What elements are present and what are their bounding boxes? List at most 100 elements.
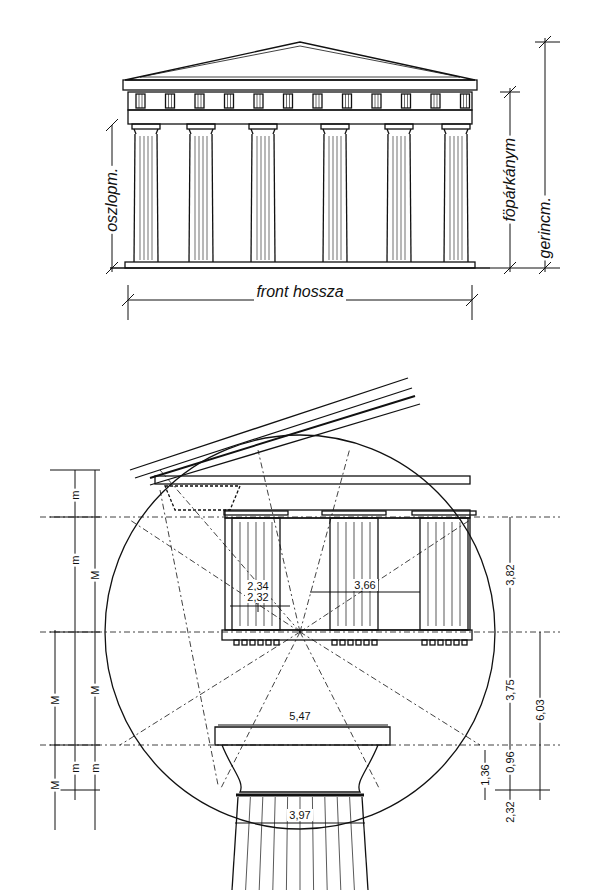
dimension-value: 6,03 [534,697,546,722]
shape [132,124,160,129]
shape [372,640,377,645]
stroke [207,136,208,260]
stroke [273,797,275,890]
dimension-value: M [49,693,61,706]
stroke [370,522,371,626]
shape [462,640,467,645]
stroke [397,136,398,260]
stroke [259,797,263,890]
shape [258,640,263,645]
dimension-value: m [89,761,101,774]
stroke [387,129,389,134]
stroke [148,136,149,260]
stroke [405,136,406,260]
dimension-value: m [69,761,81,774]
dimension-value: 2,32 [245,591,270,603]
shape [284,94,293,108]
shape [372,94,381,108]
dimension-value: M [49,778,61,791]
stroke [460,522,461,626]
stroke [227,94,228,108]
stroke [444,134,445,262]
stroke [337,797,341,890]
stroke [260,94,261,108]
shape [330,518,378,630]
stroke [232,797,238,890]
stroke [286,94,287,108]
stroke [362,522,363,626]
stroke [256,522,257,626]
stroke [338,522,339,626]
temple-elevation [110,42,490,268]
dimension-value: 0,96 [504,749,516,774]
stroke [157,134,158,262]
shape [250,640,255,645]
stroke [454,136,455,260]
stroke [346,522,347,626]
stroke [230,94,231,108]
shape [136,94,145,108]
stroke [203,136,204,260]
shape [242,640,247,645]
shape [313,94,322,108]
shape [422,640,427,645]
shape [266,640,271,645]
stroke [409,129,411,134]
stroke [289,94,290,108]
stroke [142,94,143,108]
stroke [261,136,262,260]
shape [249,124,277,129]
dimension-value: 3,82 [504,562,516,587]
shape [364,640,369,645]
stroke [195,136,196,260]
stroke [404,94,405,108]
stroke [325,797,327,890]
shape [274,640,279,645]
stroke [410,134,411,262]
shape [356,640,361,645]
dimension-value: m [69,488,81,501]
shape [461,94,470,108]
dimension-value: M [89,568,101,581]
shape [343,94,352,108]
shape [446,640,451,645]
stroke [139,94,140,108]
stroke [452,522,453,626]
shape [254,94,263,108]
stroke [201,94,202,108]
stroke [462,136,463,260]
stroke [265,136,266,260]
stroke [248,522,249,626]
stroke [257,94,258,108]
shape [225,94,234,108]
dimension-value: 1,36 [479,762,491,787]
stroke [251,129,253,134]
shape [340,640,345,645]
shape [195,94,204,108]
stroke [323,134,324,262]
shape [232,518,280,630]
shape [442,124,470,129]
shape [431,94,440,108]
stroke [436,522,437,626]
stroke [189,134,190,262]
shape [234,640,239,645]
stroke [140,136,141,260]
stroke [350,797,355,890]
stroke [152,136,153,260]
dimension-value: 2,32 [504,799,516,824]
stroke [319,94,320,108]
stroke [333,136,334,260]
shape [438,640,443,645]
stroke [240,522,241,626]
shape [321,124,349,129]
stroke [401,136,402,260]
stroke [466,94,467,108]
stroke [458,136,459,260]
dimension-value: 5,47 [287,710,312,722]
stroke [199,136,200,260]
stroke [387,134,388,262]
shape [166,94,175,108]
stroke [378,94,379,108]
stroke [434,94,435,108]
